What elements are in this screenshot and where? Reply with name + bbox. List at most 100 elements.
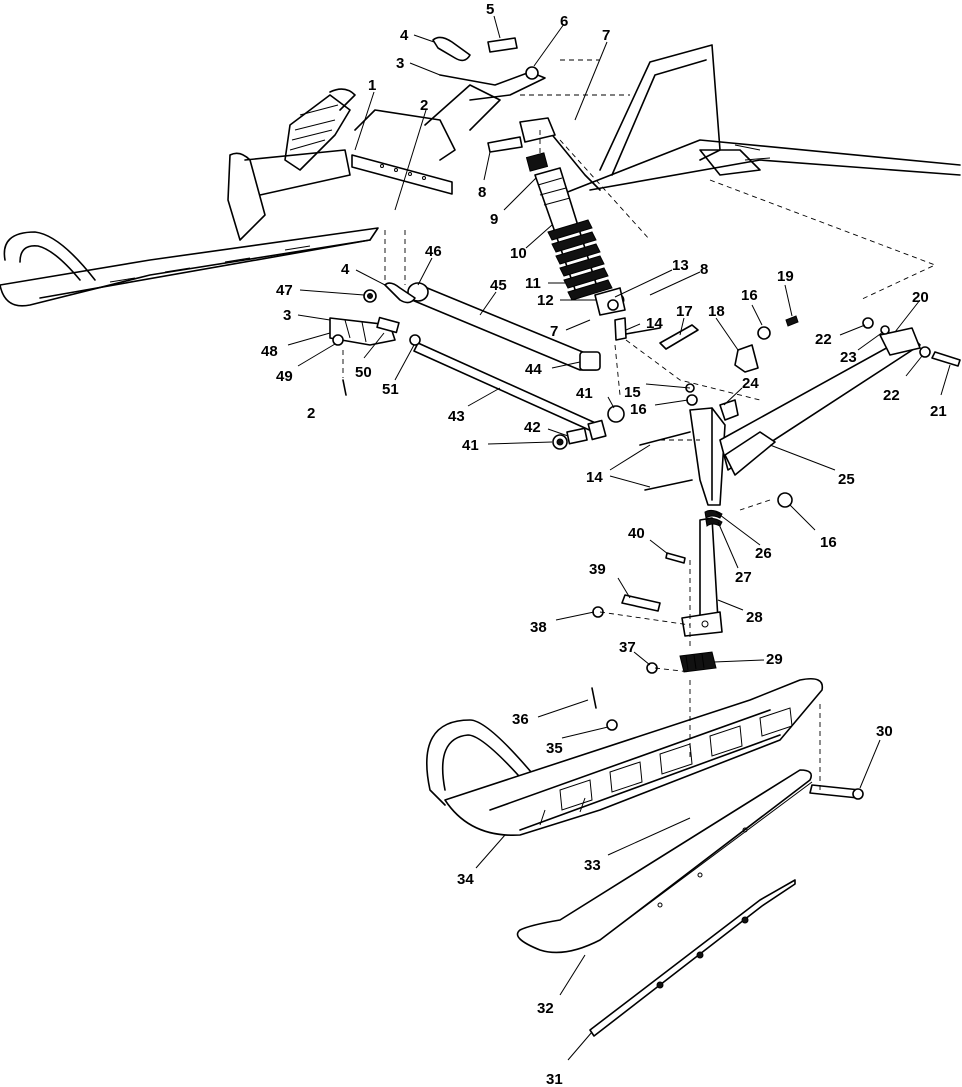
callout-number: 51 <box>382 381 399 398</box>
leader-line <box>649 271 701 296</box>
callout-44: 44 <box>525 361 581 378</box>
callout-number: 12 <box>537 292 554 309</box>
callout-31: 31 <box>546 1031 593 1087</box>
leader-line <box>525 224 553 249</box>
callout-50: 50 <box>355 332 385 381</box>
callout-20: 20 <box>894 289 929 333</box>
callout-number: 18 <box>708 303 725 320</box>
callout-number: 22 <box>883 387 900 404</box>
callout-15: 15 <box>624 383 691 401</box>
callout-45: 45 <box>479 277 507 316</box>
callout-number: 14 <box>646 315 663 332</box>
upper-mount-parts <box>424 36 556 153</box>
callout-6: 6 <box>533 13 568 67</box>
steering-arm <box>719 317 961 476</box>
callout-26: 26 <box>715 511 772 562</box>
callout-number: 2 <box>307 405 315 422</box>
callout-number: 47 <box>276 282 293 299</box>
callout-number: 37 <box>619 639 636 656</box>
ski-assembly <box>426 560 864 1037</box>
leader-line <box>409 62 441 76</box>
leader-line <box>479 291 497 316</box>
leader-line <box>297 314 331 321</box>
callout-number: 19 <box>777 268 794 285</box>
leader-line <box>487 441 553 445</box>
callout-18: 18 <box>708 303 739 351</box>
callout-11: 11 <box>525 275 565 292</box>
callout-number: 17 <box>676 303 693 320</box>
leader-line <box>857 331 884 351</box>
callout-49: 49 <box>276 343 336 385</box>
callout-number: 40 <box>628 525 645 542</box>
leader-line <box>905 355 923 377</box>
callout-9: 9 <box>490 177 537 228</box>
callout-29: 29 <box>713 651 783 668</box>
callout-number: 21 <box>930 403 947 420</box>
callout-number: 35 <box>546 740 563 757</box>
leader-line <box>609 444 651 471</box>
callout-4-upper: 4 <box>400 27 435 44</box>
callout-37: 37 <box>619 639 651 666</box>
callout-number: 43 <box>448 408 465 425</box>
callout-number: 3 <box>396 55 404 72</box>
leader-line <box>713 659 765 663</box>
leader-line <box>715 317 739 351</box>
callout-number: 45 <box>490 277 507 294</box>
leader-line <box>555 611 595 621</box>
callout-17: 17 <box>676 303 693 336</box>
callout-22-right: 22 <box>883 355 923 404</box>
callout-number: 20 <box>912 289 929 306</box>
radius-rods <box>407 282 625 450</box>
callout-7-upper: 7 <box>574 27 610 121</box>
callout-19: 19 <box>777 268 794 317</box>
callout-4-lower: 4 <box>341 261 386 286</box>
leader-line <box>617 577 631 599</box>
assembly-guide-lines <box>539 130 771 511</box>
leader-line <box>551 361 581 369</box>
leader-line <box>717 521 739 569</box>
callout-number: 3 <box>283 307 291 324</box>
callout-25: 25 <box>769 444 855 488</box>
callout-number: 28 <box>746 609 763 626</box>
callout-43: 43 <box>448 387 501 425</box>
callout-number: 22 <box>815 331 832 348</box>
callout-number: 24 <box>742 375 759 392</box>
leader-line <box>547 428 569 437</box>
leader-line <box>784 284 793 317</box>
callout-8-upper: 8 <box>478 151 491 201</box>
callout-number: 39 <box>589 561 606 578</box>
leader-line <box>561 726 609 739</box>
callout-2-upper: 2 <box>394 97 428 211</box>
callout-23: 23 <box>840 331 884 366</box>
callout-number: 41 <box>576 385 593 402</box>
leader-line <box>297 343 336 367</box>
callout-12: 12 <box>537 292 596 309</box>
callout-number: 27 <box>735 569 752 586</box>
callout-number: 5 <box>486 1 494 18</box>
callout-30: 30 <box>859 723 893 789</box>
callout-5: 5 <box>486 1 501 39</box>
leader-line <box>467 387 501 407</box>
callout-number: 7 <box>550 323 558 340</box>
leader-line <box>633 651 651 666</box>
shock-spring <box>547 219 613 301</box>
callout-16-upper: 16 <box>741 287 763 326</box>
leader-line <box>607 396 615 409</box>
callout-number: 33 <box>584 857 601 874</box>
callout-1: 1 <box>354 77 376 151</box>
leader-line <box>649 539 669 555</box>
callout-number: 32 <box>537 1000 554 1017</box>
callout-number: 14 <box>586 469 603 486</box>
leader-line <box>940 364 951 396</box>
spindle-assembly <box>614 315 799 637</box>
leader-line <box>609 475 651 488</box>
leader-line <box>475 834 506 869</box>
leader-line <box>625 323 641 331</box>
leader-line <box>354 91 375 151</box>
callout-27: 27 <box>717 521 752 586</box>
callout-51: 51 <box>382 344 415 398</box>
leader-line <box>723 387 743 406</box>
callout-16-lower: 16 <box>789 504 837 551</box>
callout-number: 16 <box>741 287 758 304</box>
callout-number: 8 <box>700 261 708 278</box>
